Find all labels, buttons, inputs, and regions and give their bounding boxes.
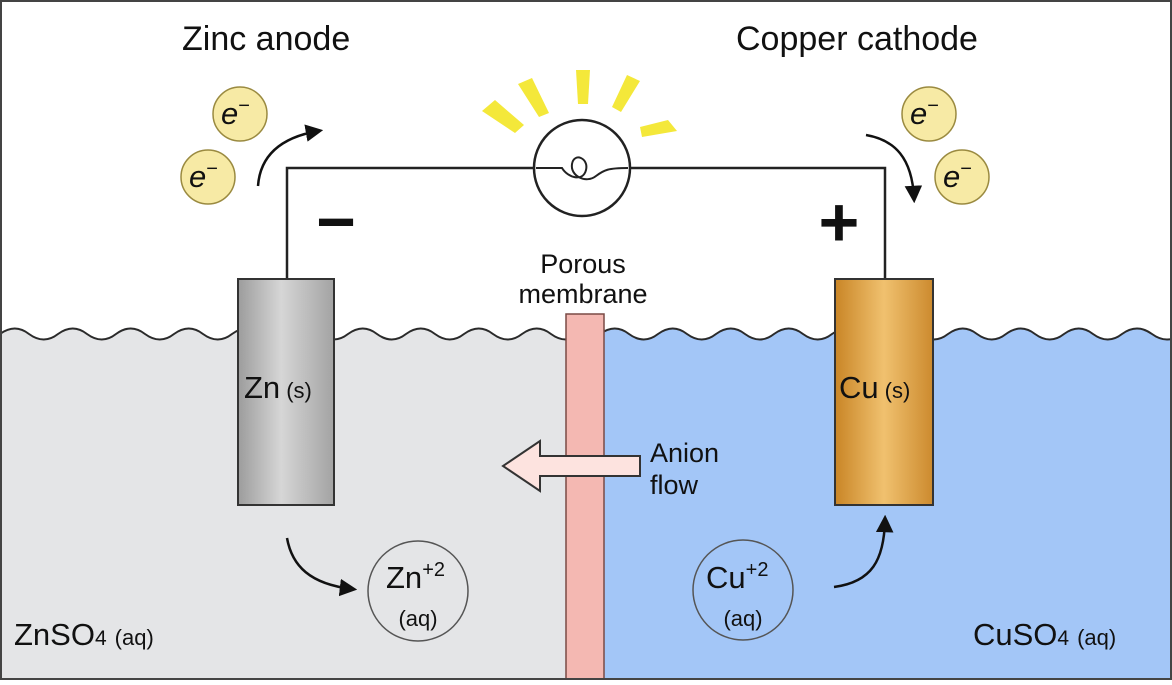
bulb-icon — [532, 118, 632, 218]
svg-text:e−: e− — [943, 158, 972, 194]
ion-release-arrow — [285, 537, 358, 597]
svg-text:e−: e− — [910, 95, 939, 131]
ion-deposit-arrow — [833, 514, 894, 589]
membrane-label-line2: membrane — [518, 279, 647, 309]
porous-membrane — [565, 313, 605, 681]
circuit-wire — [285, 166, 887, 280]
electron-flow-arrow — [865, 133, 923, 204]
anode-title: Zinc anode — [182, 20, 350, 58]
svg-text:(aq): (aq) — [398, 606, 437, 631]
electron-badge: e− — [901, 86, 957, 142]
right-solution-label: CuSO4(aq) — [973, 617, 1116, 652]
electron-badge: e− — [934, 149, 990, 205]
svg-text:(aq): (aq) — [723, 606, 762, 631]
anion-flow-label-line1: Anion — [650, 438, 719, 468]
positive-sign: + — [819, 183, 860, 261]
membrane-label-line1: Porous — [540, 249, 626, 279]
svg-text:e−: e− — [221, 95, 250, 131]
zinc-ion: Zn+2 (aq) — [367, 540, 469, 642]
zinc-electrode: Zn(s) — [237, 278, 335, 506]
electron-flow-arrow — [256, 124, 324, 187]
light-rays-icon — [482, 70, 677, 137]
electron-badge: e− — [180, 149, 236, 205]
left-solution-label: ZnSO4(aq) — [14, 617, 154, 652]
electron-badge: e− — [212, 86, 268, 142]
anion-flow-label-line2: flow — [650, 470, 699, 500]
svg-text:Cu(s): Cu(s) — [839, 370, 910, 405]
svg-text:Cu+2: Cu+2 — [706, 559, 768, 595]
copper-ion: Cu+2 (aq) — [692, 539, 794, 641]
anion-flow-arrow — [501, 439, 641, 493]
svg-text:Zn+2: Zn+2 — [386, 559, 445, 595]
cathode-title: Copper cathode — [736, 20, 978, 58]
svg-text:Zn(s): Zn(s) — [244, 370, 312, 405]
svg-text:e−: e− — [189, 158, 218, 194]
negative-sign: − — [316, 184, 356, 260]
copper-electrode: Cu(s) — [834, 278, 934, 506]
